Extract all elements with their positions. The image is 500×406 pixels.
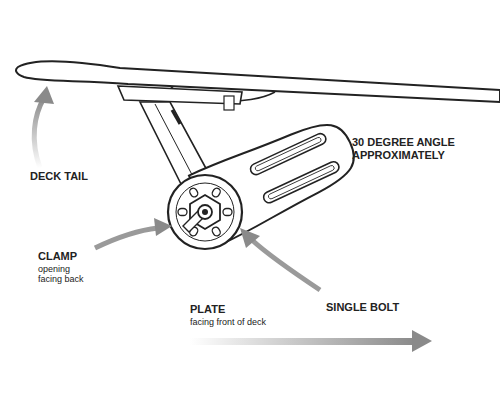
plate-arrowhead	[412, 330, 432, 352]
clamp-slot	[223, 209, 232, 216]
deck-tail-arrow	[34, 98, 44, 168]
angle-note: 30 DEGREE ANGLE APPROXIMATELY	[352, 136, 470, 161]
part-label: CLAMP	[38, 250, 108, 263]
plate-arrow	[190, 338, 415, 345]
clamp-arrowhead	[154, 218, 172, 236]
deck	[16, 61, 500, 102]
part-label: PLATE	[190, 303, 310, 316]
part-label: SINGLE BOLT	[326, 301, 436, 314]
clamp-slot	[178, 209, 187, 216]
deck-tail-arrowhead	[34, 86, 54, 104]
baseplate	[118, 86, 242, 104]
clamp-slot	[188, 187, 199, 198]
note-text: facing front of deck	[190, 317, 310, 327]
note-text: opening facing back	[38, 264, 90, 285]
clamp-slot	[211, 226, 222, 237]
clamp-slot	[211, 187, 222, 198]
bolt-arrowhead	[240, 228, 260, 248]
clamp-arrow	[95, 228, 158, 248]
clamp	[168, 175, 242, 249]
arm-rib	[172, 110, 180, 124]
part-label: DECK TAIL	[30, 170, 110, 183]
baseplate-nut	[224, 96, 234, 110]
bolt-arrow	[252, 240, 320, 290]
